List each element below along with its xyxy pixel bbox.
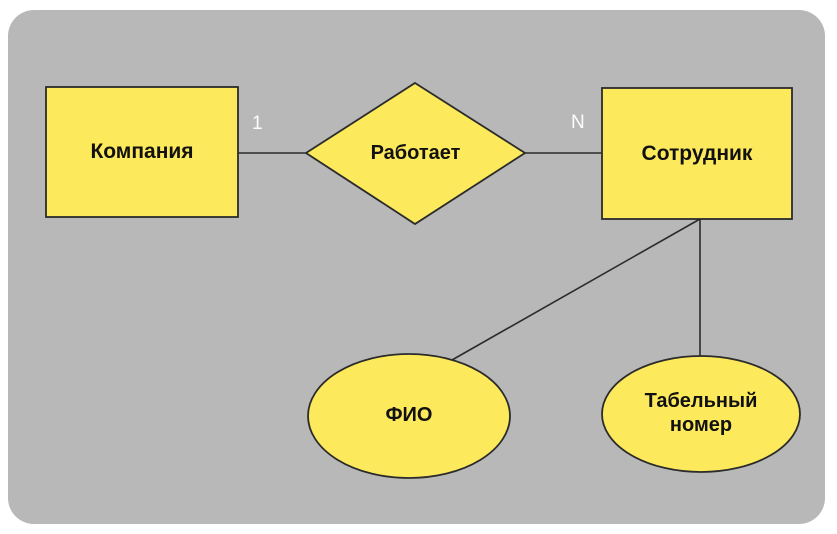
entity-employee-shape[interactable] — [601, 87, 793, 220]
relationship-works-shape[interactable] — [304, 81, 527, 226]
attribute-personnel-number-shape[interactable] — [601, 355, 801, 473]
connector-employee-fullname — [451, 218, 701, 361]
attribute-fullname-shape[interactable] — [307, 353, 511, 479]
cardinality-one: 1 — [252, 113, 264, 134]
cardinality-many: N — [571, 112, 586, 133]
entity-company-shape[interactable] — [45, 86, 239, 218]
